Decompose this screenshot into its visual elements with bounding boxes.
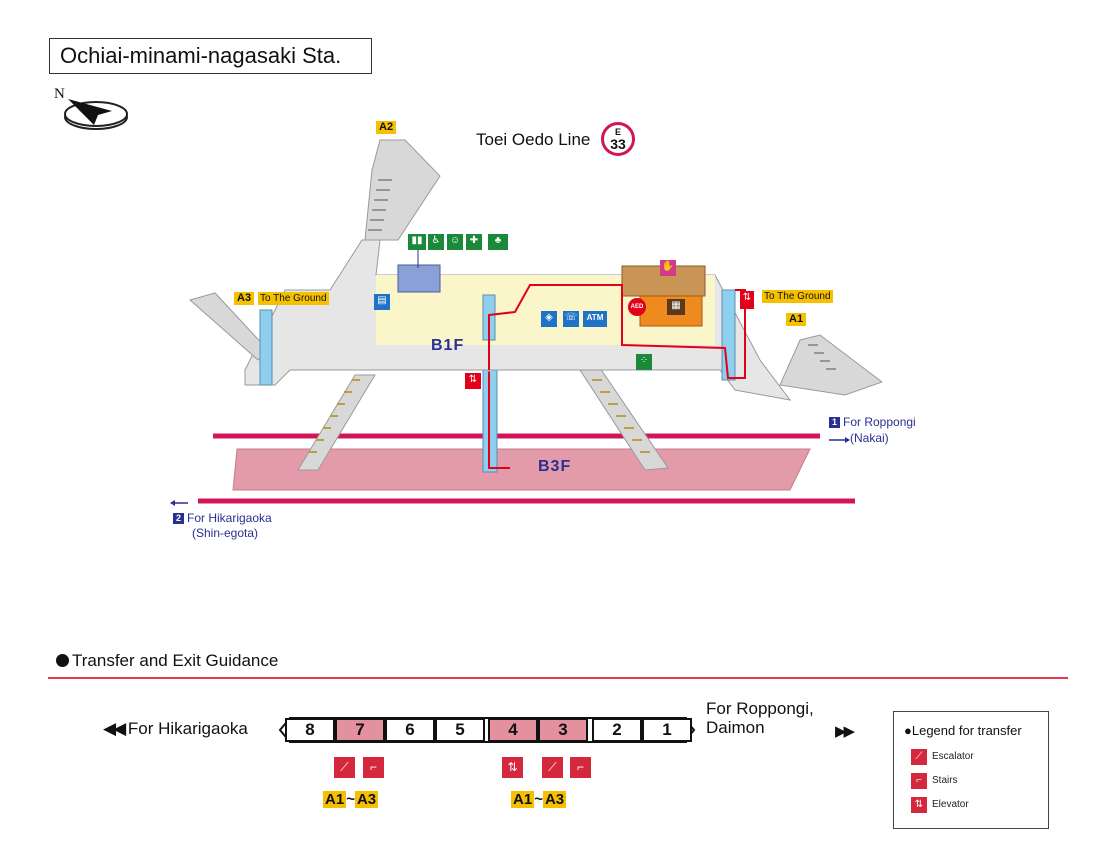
stairs-icon: ⌐ [363,757,384,778]
range1-tilde: ~ [346,791,355,808]
ostomate-icon: ✚ [466,234,482,250]
platform-b3f [232,448,811,491]
stairs-icon: ⌐ [911,773,927,789]
legend-title: ●Legend for transfer [904,723,1022,738]
range2-to: A3 [542,791,567,808]
destination-left: ◀◀ For Hikarigaoka [103,719,248,739]
destination-right: For Roppongi, Daimon [706,699,814,737]
aed-icon: AED [628,298,646,316]
stairs-left-platform [297,374,376,471]
floor-label-b1f: B1F [431,337,465,354]
section-divider [48,677,1068,679]
line-badge-letter: E [614,127,621,137]
car-7: 7 [335,718,385,742]
exit-a2-tag: A2 [376,121,397,134]
track-2-sub: (Shin-egota) [192,526,259,540]
destination-left-text: For Hikarigaoka [127,719,248,738]
destination-right-line2: Daimon [706,718,765,737]
range1-to: A3 [354,791,379,808]
car-1: 1 [642,718,692,742]
escalator-icon: ⟋ [542,757,563,778]
ticket-office-icon: ▦ [667,299,685,315]
legend-escalator: Escalator [932,751,974,762]
guidance-title-text: Transfer and Exit Guidance [72,651,279,670]
exit-a2-stairs [364,139,441,241]
wheelchair-icon: ♿ [428,234,444,250]
legend-bullet: ● [904,723,912,738]
legend-title-text: Legend for transfer [911,723,1022,738]
line-name: Toei Oedo Line [476,130,591,149]
elevator-a1 [721,289,736,381]
car-5: 5 [435,718,485,742]
destination-right-line1: For Roppongi, [706,699,814,718]
fare-adjustment-icon: ✋ [660,260,676,276]
legend-elevator: Elevator [932,799,969,810]
escalator-icon: ⟋ [911,749,927,765]
guidance-section-title: Transfer and Exit Guidance [56,651,278,671]
elevator-a1-icon: ⇅ [740,291,754,309]
car-2: 2 [592,718,642,742]
bullet-dot [56,654,69,667]
car-8: 8 [285,718,335,742]
phone-icon: ☏ [563,311,579,327]
car-6: 6 [385,718,435,742]
restroom-icon: ▮▮ [408,234,426,250]
double-arrow-left-icon: ◀◀ [103,719,126,738]
range2-tilde: ~ [534,791,543,808]
barrier-free-route [488,284,746,379]
station-title: Ochiai-minami-nagasaki Sta. [49,38,372,74]
elevator-icon: ⇅ [502,757,523,778]
to-ground-left-tag: To The Ground [258,292,329,305]
track-1-text: For Roppongi [843,415,916,429]
station-office-icon: ⁘ [636,354,652,370]
car-3: 3 [538,718,588,742]
line-badge-number: 33 [610,136,626,152]
coin-locker-icon: ▤ [374,294,390,310]
to-ground-right-tag: To The Ground [762,290,833,303]
compass-north-label: N [54,86,65,102]
escalator-icon: ⟋ [334,757,355,778]
elevator-a3 [259,309,273,386]
elevator-icon: ⇅ [911,797,927,813]
track-1-number: 1 [829,417,840,428]
range1-from: A1 [323,791,347,808]
baby-changing-icon: ♣ [488,234,508,250]
compass-icon [64,99,128,130]
exit-a1-tag: A1 [786,313,807,326]
track-2-text: For Hikarigaoka [187,511,272,525]
exit-a3-tag: A3 [234,292,255,305]
double-arrow-right-icon: ▶▶ [835,723,855,740]
stairs-icon: ⌐ [570,757,591,778]
legend-stairs: Stairs [932,775,958,786]
floor-label-b3f: B3F [538,458,572,475]
lost-and-found-icon: ◈ [541,311,557,327]
exit-range-group1: A1~A3 [323,791,379,808]
track-1-sub: (Nakai) [850,431,889,445]
station-map [170,139,884,506]
exit-a3-escalator [188,292,269,361]
exit-range-group2: A1~A3 [511,791,567,808]
elevator-icon: ⇅ [465,373,481,389]
range2-from: A1 [511,791,535,808]
car-4: 4 [488,718,538,742]
atm-icon: ATM [583,311,607,327]
baby-care-icon: ☺ [447,234,463,250]
ticket-gate-block [397,264,441,293]
line-badge: E 33 [601,122,635,156]
exit-a1-stairs [779,334,884,396]
track-2-number: 2 [173,513,184,524]
